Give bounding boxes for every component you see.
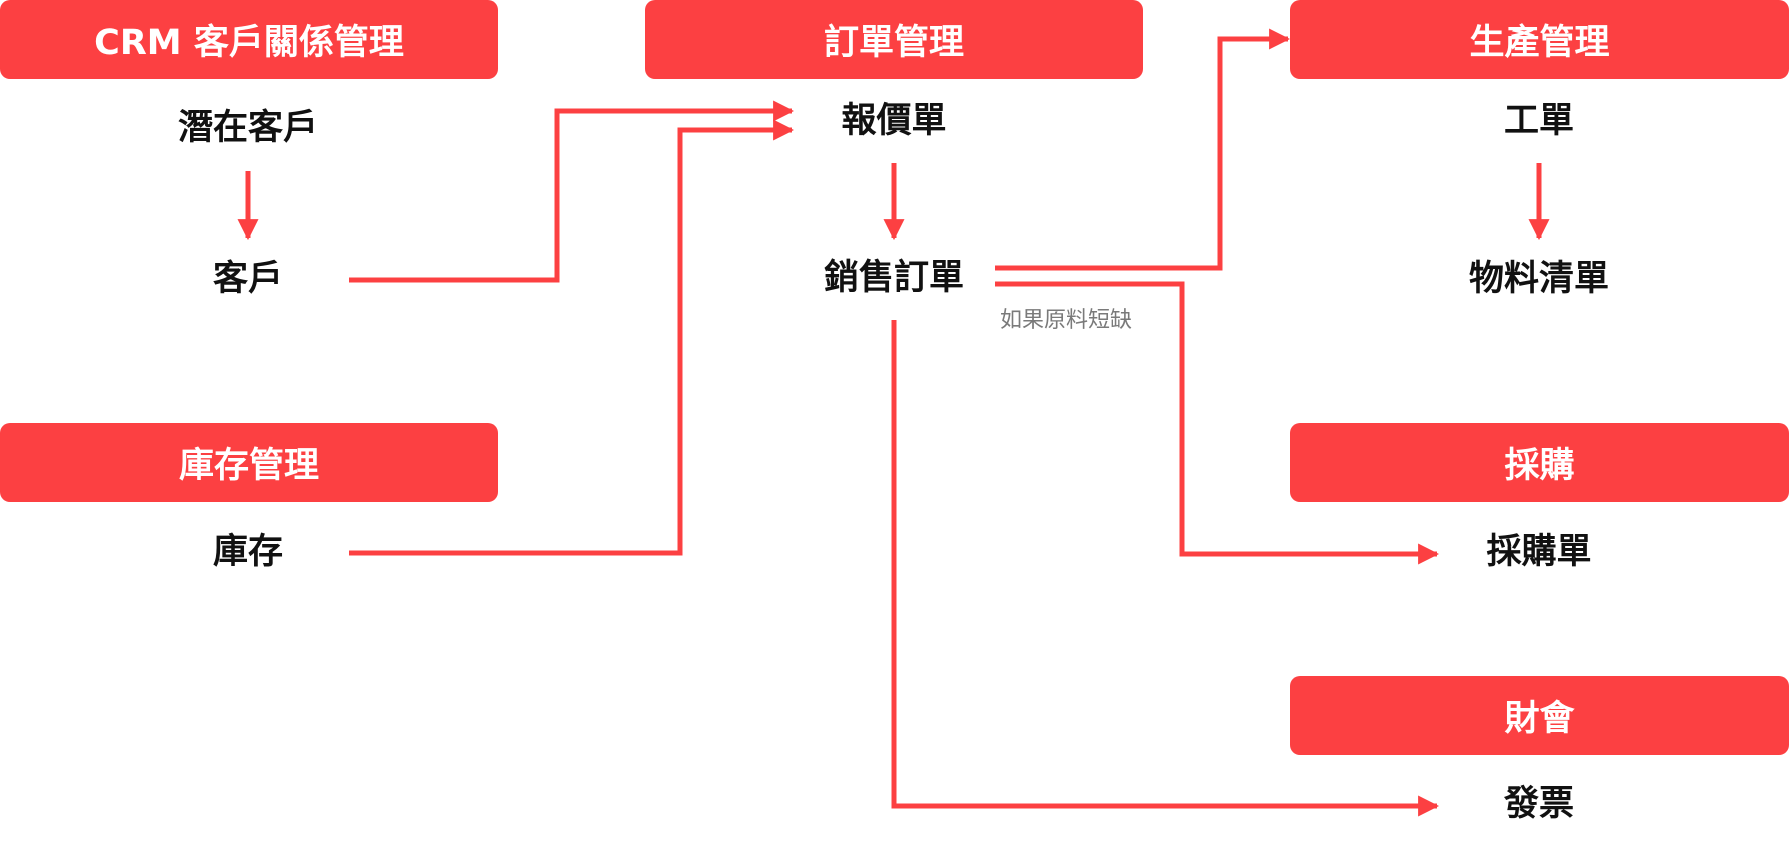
module-header-inventory: 庫存管理 [0, 423, 498, 502]
edge-sales-order-to-production [995, 28, 1291, 271]
module-header-finance: 財會 [1290, 676, 1789, 755]
edge-sales-order-to-purchase-order [995, 281, 1440, 565]
node-quotation: 報價單 [841, 101, 947, 141]
module-header-crm: CRM 客戶關係管理 [0, 0, 498, 79]
node-sales-order: 銷售訂單 [823, 258, 964, 298]
node-lead: 潛在客戶 [177, 108, 318, 148]
edge-customer-to-quotation [349, 100, 795, 283]
module-header-production: 生產管理 [1290, 0, 1789, 79]
node-customer: 客戶 [212, 259, 283, 299]
node-bom: 物料清單 [1468, 259, 1609, 299]
edge-sales-order-to-invoice [891, 320, 1440, 817]
module-header-order: 訂單管理 [645, 0, 1143, 79]
node-invoice: 發票 [1503, 784, 1574, 824]
module-header-purchasing: 採購 [1290, 423, 1789, 502]
node-work-order: 工單 [1503, 101, 1574, 141]
node-purchase-order: 採購單 [1486, 532, 1592, 572]
edge-stock-to-quotation [349, 119, 795, 556]
shortage-condition-note: 如果原料短缺 [1000, 308, 1133, 333]
node-stock: 庫存 [212, 532, 283, 572]
